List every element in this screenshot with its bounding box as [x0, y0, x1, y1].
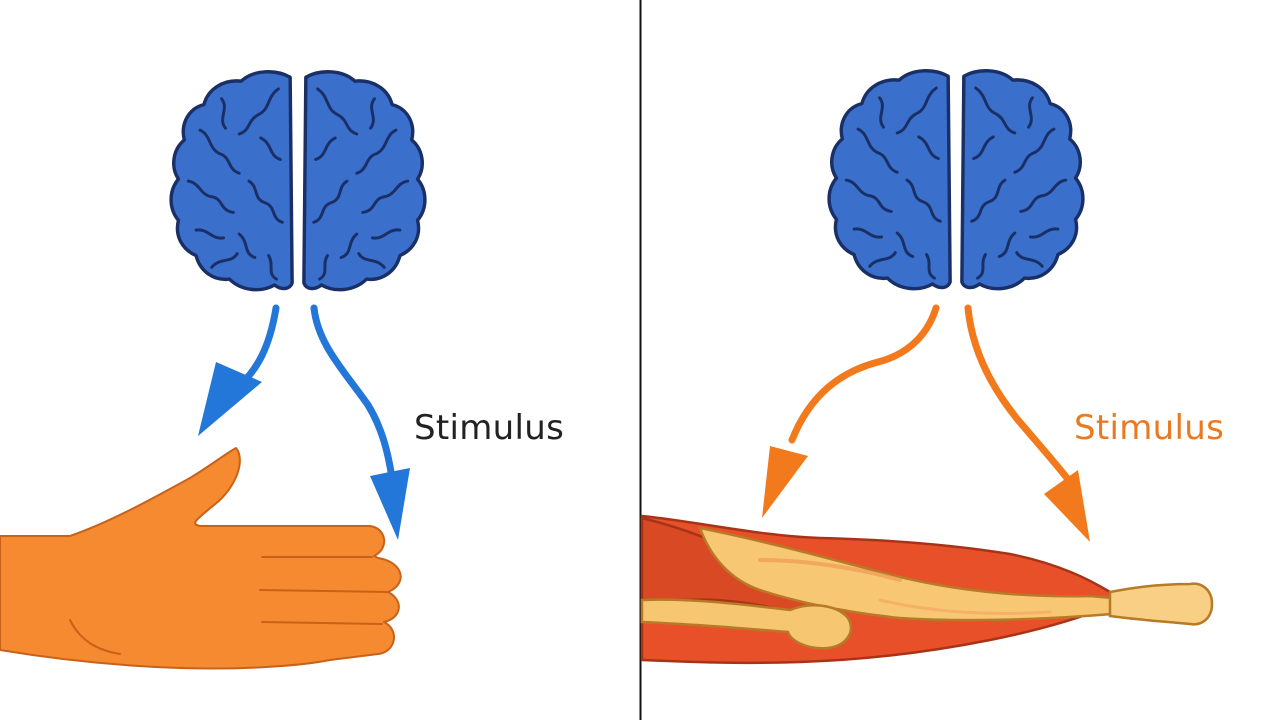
stimulus-label: Stimulus	[1074, 408, 1225, 448]
right-panel	[640, 69, 1214, 665]
hand-illustration	[0, 447, 402, 670]
stimulus-label: Stimulus	[414, 408, 565, 448]
left-panel	[0, 70, 427, 670]
brain-icon	[169, 70, 427, 292]
stimulus-arrow	[964, 304, 1090, 542]
muscle-illustration	[640, 514, 1214, 665]
arrow-to-muscle	[762, 304, 940, 518]
stimulus-arrow	[310, 304, 410, 540]
brain-icon	[827, 69, 1085, 291]
arrow-to-hand	[198, 304, 280, 436]
